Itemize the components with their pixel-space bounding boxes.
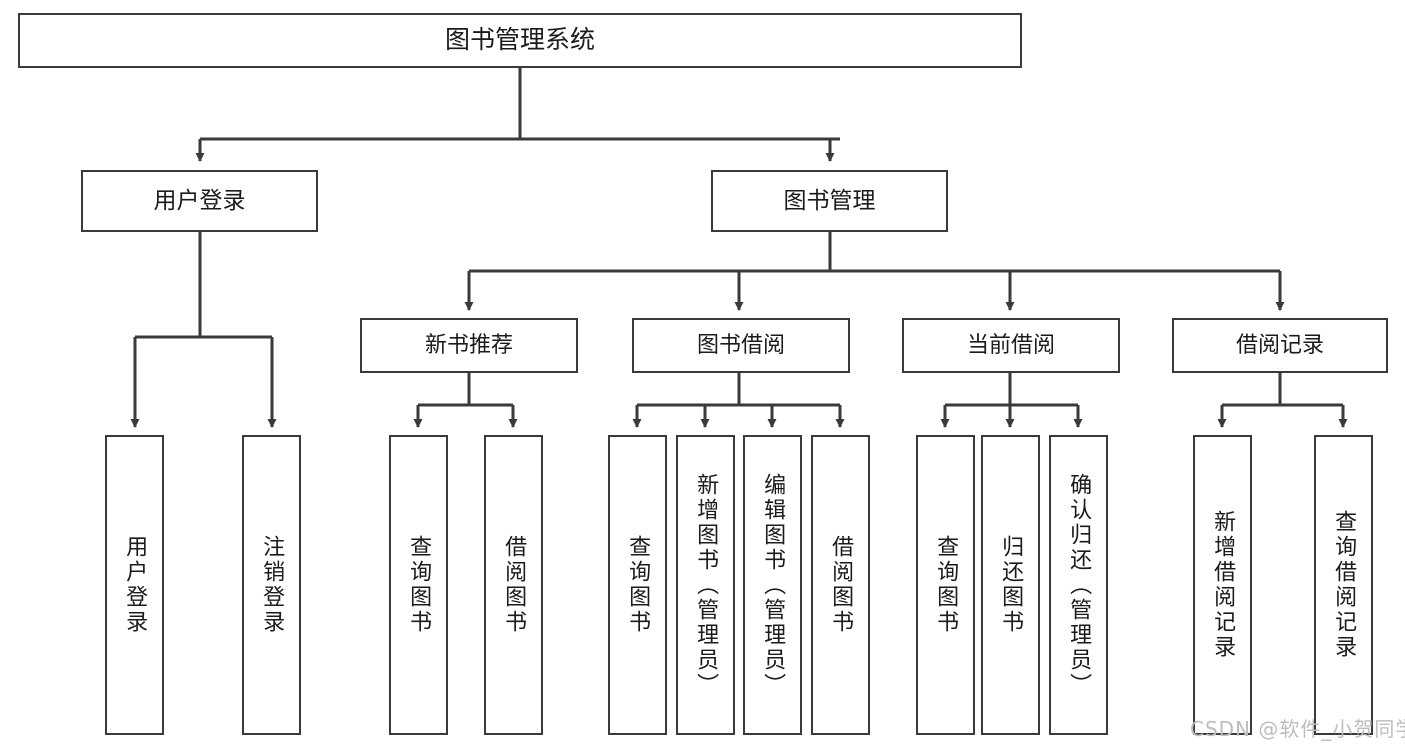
- node-borrow-record[interactable]: 借阅记录: [1172, 318, 1388, 373]
- node-borrow-record-label: 借阅记录: [1235, 332, 1324, 358]
- csdn-watermark: CSDN @软件_小贺同学: [1190, 717, 1405, 741]
- leaf-borrow-add-book-label: 新增图书（管理员）: [693, 472, 719, 698]
- node-root-label: 图书管理系统: [444, 25, 595, 55]
- leaf-record-search[interactable]: 查询借阅记录: [1314, 435, 1373, 735]
- node-user-login[interactable]: 用户登录: [81, 170, 318, 232]
- leaf-rec-borrow-book-label: 借阅图书: [501, 535, 527, 635]
- node-new-book-recommend-label: 新书推荐: [424, 332, 513, 358]
- leaf-current-return-book-label: 归还图书: [998, 535, 1024, 635]
- node-current-borrow-label: 当前借阅: [966, 332, 1055, 358]
- leaf-borrow-edit-book-label: 编辑图书（管理员）: [760, 472, 786, 698]
- leaf-record-add[interactable]: 新增借阅记录: [1193, 435, 1252, 735]
- leaf-borrow-query-book-label: 查询图书: [625, 535, 651, 635]
- leaf-user-login[interactable]: 用户登录: [105, 435, 164, 735]
- node-user-login-label: 用户登录: [153, 187, 246, 214]
- leaf-current-confirm-return[interactable]: 确认归还（管理员）: [1049, 435, 1108, 735]
- leaf-borrow-query-book[interactable]: 查询图书: [608, 435, 667, 735]
- leaf-record-add-label: 新增借阅记录: [1210, 510, 1236, 660]
- leaf-user-logout[interactable]: 注销登录: [242, 435, 301, 735]
- leaf-rec-query-book-label: 查询图书: [406, 535, 432, 635]
- leaf-current-query-book-label: 查询图书: [933, 535, 959, 635]
- node-current-borrow[interactable]: 当前借阅: [902, 318, 1120, 373]
- leaf-current-confirm-return-label: 确认归还（管理员）: [1066, 472, 1092, 698]
- leaf-user-login-label: 用户登录: [122, 535, 148, 635]
- leaf-rec-borrow-book[interactable]: 借阅图书: [484, 435, 543, 735]
- leaf-rec-query-book[interactable]: 查询图书: [389, 435, 448, 735]
- node-book-management-label: 图书管理: [783, 187, 876, 214]
- node-book-borrow-label: 图书借阅: [696, 332, 785, 358]
- node-root[interactable]: 图书管理系统: [18, 13, 1022, 68]
- node-book-borrow[interactable]: 图书借阅: [632, 318, 850, 373]
- leaf-borrow-do-borrow-label: 借阅图书: [828, 535, 854, 635]
- node-book-management[interactable]: 图书管理: [711, 170, 948, 232]
- leaf-borrow-add-book[interactable]: 新增图书（管理员）: [676, 435, 735, 735]
- leaf-record-search-label: 查询借阅记录: [1331, 510, 1357, 660]
- leaf-borrow-edit-book[interactable]: 编辑图书（管理员）: [743, 435, 802, 735]
- node-new-book-recommend[interactable]: 新书推荐: [360, 318, 578, 373]
- leaf-user-logout-label: 注销登录: [259, 535, 285, 635]
- leaf-borrow-do-borrow[interactable]: 借阅图书: [811, 435, 870, 735]
- leaf-current-query-book[interactable]: 查询图书: [916, 435, 975, 735]
- leaf-current-return-book[interactable]: 归还图书: [981, 435, 1040, 735]
